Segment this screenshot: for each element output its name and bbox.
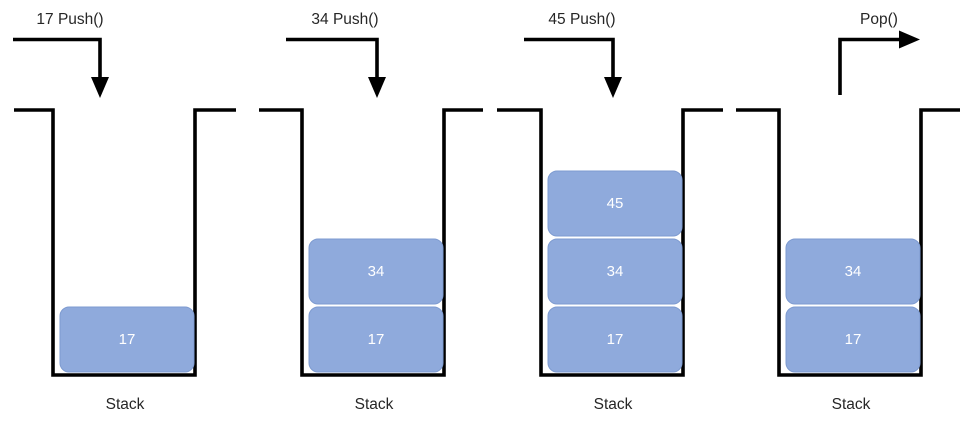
panel-3-caption: Stack	[594, 396, 633, 413]
panel-1: 17 Push() 17 Stack	[13, 11, 236, 413]
panel-4-pop-arrow-head	[899, 30, 920, 49]
panel-1-stack-container	[14, 108, 236, 377]
panel-4-operation-label: Pop()	[860, 11, 898, 28]
panel-1-push-arrow-head	[91, 77, 109, 98]
stack-cell-box	[785, 306, 921, 373]
panel-1-caption: Stack	[106, 396, 145, 413]
stack-cell: 34	[308, 238, 444, 305]
stack-cell-value: 45	[607, 195, 624, 212]
stack-cell-box	[547, 238, 683, 305]
panel-3-push-arrow-line	[524, 37, 615, 77]
panel-1-cells: 17	[59, 306, 195, 373]
stack-cell-box	[785, 238, 921, 305]
panel-2-caption: Stack	[355, 396, 394, 413]
panel-4-pop-arrow-line	[838, 37, 899, 95]
stack-cell-value: 17	[845, 331, 862, 348]
panel-2-push-arrow-head	[368, 77, 386, 98]
stack-cell-value: 34	[845, 263, 862, 280]
stack-cell-box	[59, 306, 195, 373]
stack-cell: 34	[547, 238, 683, 305]
stack-cell-box	[547, 170, 683, 237]
stack-cell: 17	[785, 306, 921, 373]
panel-1-operation-label: 17 Push()	[36, 11, 103, 28]
stack-cell-box	[308, 306, 444, 373]
stack-cell: 45	[547, 170, 683, 237]
panel-1-push-arrow-line	[13, 37, 102, 77]
stack-cell: 17	[59, 306, 195, 373]
panel-3-push-arrow-head	[604, 77, 622, 98]
stack-cell-value: 34	[607, 263, 624, 280]
panel-4-caption: Stack	[832, 396, 871, 413]
stack-cell: 17	[547, 306, 683, 373]
stack-cell: 17	[308, 306, 444, 373]
stack-cell-box	[308, 238, 444, 305]
panel-2-operation-label: 34 Push()	[311, 11, 378, 28]
panel-2: 34 Push() 17 34 Stack	[259, 11, 483, 413]
panel-2-cells: 17 34	[308, 238, 444, 373]
stack-cell-value: 17	[119, 331, 136, 348]
stack-cell-value: 17	[607, 331, 624, 348]
stack-cell: 34	[785, 238, 921, 305]
panel-4-stack-container	[736, 108, 960, 377]
panel-3: 45 Push() 17 34 45 Stack	[497, 11, 723, 413]
panel-4-cells: 17 34	[785, 238, 921, 373]
stack-cell-box	[547, 306, 683, 373]
stack-cell-value: 34	[368, 263, 385, 280]
panel-3-stack-container	[497, 108, 723, 377]
panel-3-cells: 17 34 45	[547, 170, 683, 373]
stack-cell-value: 17	[368, 331, 385, 348]
panel-2-stack-container	[259, 108, 483, 377]
panel-3-operation-label: 45 Push()	[548, 11, 615, 28]
panel-2-push-arrow-line	[286, 37, 379, 77]
panel-4: Pop() 17 34 Stack	[736, 11, 960, 413]
